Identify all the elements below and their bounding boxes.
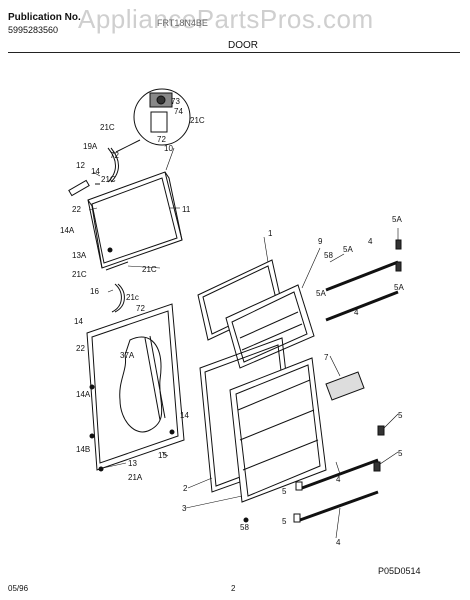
callout-14: 14 — [180, 411, 189, 420]
watermark-text: AppliancePartsPros.com — [78, 4, 374, 34]
callout-5: 5 — [282, 517, 287, 526]
callout-21c: 21C — [142, 265, 157, 274]
callout-4: 4 — [354, 308, 359, 317]
callout-72: 72 — [110, 151, 119, 160]
callout-22: 22 — [72, 205, 81, 214]
callout-15: 15 — [158, 451, 167, 460]
callout-2: 2 — [183, 484, 188, 493]
callout-7: 7 — [324, 353, 329, 362]
callout-10: 10 — [164, 144, 173, 153]
callout-14b: 14B — [76, 445, 90, 454]
fresh-food-liner — [229, 357, 327, 503]
callout-1: 1 — [268, 229, 273, 238]
callout-58: 58 — [240, 523, 249, 532]
callout-5a: 5A — [316, 289, 326, 298]
callout-58: 58 — [324, 251, 333, 260]
callout-72: 72 — [157, 135, 166, 144]
callout-21a: 21A — [128, 473, 143, 482]
freezer-lower-hinge — [105, 261, 129, 313]
callout-21c: 21C — [72, 270, 87, 279]
callout-5: 5 — [282, 487, 287, 496]
fresh-food-door — [86, 303, 185, 471]
freezer-liner — [225, 284, 315, 369]
dairy-door — [325, 371, 365, 401]
freezer-door — [87, 171, 183, 269]
callout-labels: 73 74 72 21C 21C 19A 72 10 12 14 21C 11 … — [60, 97, 404, 547]
footer-page-number: 2 — [231, 584, 236, 593]
callout-22: 22 — [76, 344, 85, 353]
callout-21c: 21C — [101, 175, 116, 184]
hinge-detail-circle — [115, 88, 191, 153]
figure-code: P05D0514 — [378, 566, 421, 576]
callout-14a: 14A — [76, 390, 91, 399]
callout-9: 9 — [318, 237, 323, 246]
header-rule — [8, 52, 460, 53]
callout-13a: 13A — [72, 251, 87, 260]
callout-5a: 5A — [343, 245, 353, 254]
callout-14: 14 — [91, 167, 100, 176]
publication-label: Publication No. — [8, 12, 81, 23]
section-title: DOOR — [228, 40, 258, 51]
callout-72: 72 — [136, 304, 145, 313]
screws — [89, 247, 249, 523]
callout-21c: 21C — [100, 123, 115, 132]
callout-19a: 19A — [83, 142, 98, 151]
model-number: FRT18N4BE — [157, 18, 208, 28]
callout-21c: 21C — [190, 116, 205, 125]
callout-5a: 5A — [392, 215, 402, 224]
callout-5: 5 — [398, 411, 403, 420]
publication-number: 5995283560 — [8, 25, 59, 35]
callout-11: 11 — [182, 205, 191, 214]
callout-73: 73 — [171, 97, 180, 106]
callout-4: 4 — [336, 475, 341, 484]
callout-14: 14 — [74, 317, 83, 326]
callout-74: 74 — [174, 107, 183, 116]
callout-13: 13 — [128, 459, 137, 468]
freezer-hinge-parts — [68, 147, 119, 197]
callout-21c: 21c — [126, 293, 139, 302]
callout-37a: 37A — [120, 351, 135, 360]
footer-date: 05/96 — [8, 584, 29, 593]
callout-4: 4 — [368, 237, 373, 246]
callout-4: 4 — [336, 538, 341, 547]
callout-5: 5 — [398, 449, 403, 458]
callout-5a: 5A — [394, 283, 404, 292]
leader-lines — [88, 147, 399, 539]
callout-3: 3 — [182, 504, 187, 513]
callout-16: 16 — [90, 287, 99, 296]
callout-14a: 14A — [60, 226, 75, 235]
callout-12: 12 — [76, 161, 85, 170]
freezer-shelf-rails — [325, 239, 402, 322]
